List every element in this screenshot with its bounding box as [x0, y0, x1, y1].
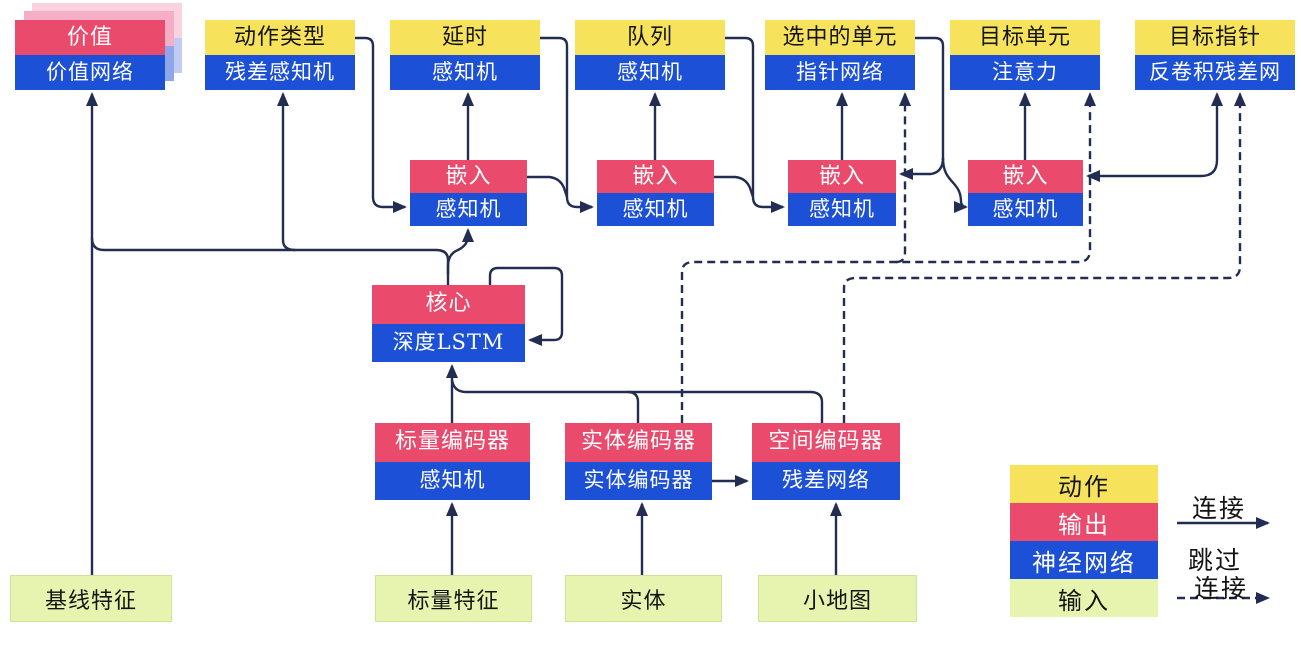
action-type-top-label: 动作类型	[205, 20, 355, 55]
embed4-bottom-label: 感知机	[968, 193, 1083, 226]
target-unit-bottom-label: 注意力	[950, 55, 1100, 90]
scalar-encoder-top-label: 标量编码器	[375, 423, 530, 462]
edge-core-branch-left	[90, 237, 450, 274]
core-top-label: 核心	[372, 285, 525, 324]
value-top-label: 价值	[15, 20, 165, 55]
selected-units-bottom-label: 指针网络	[765, 55, 915, 90]
target-point-bottom-label: 反卷积残差网	[1135, 55, 1295, 90]
action-type-bottom-label: 残差感知机	[205, 55, 355, 90]
node-entity-encoder: 实体编码器实体编码器	[565, 423, 712, 500]
node-scalar-encoder: 标量编码器感知机	[375, 423, 530, 500]
spatial-encoder-bottom-label: 残差网络	[752, 461, 900, 500]
legend: 动作 输出 神经网络 输入	[1010, 465, 1158, 617]
target-unit-top-label: 目标单元	[950, 20, 1100, 55]
node-queue: 队列感知机	[575, 20, 725, 90]
input-entity: 实体	[565, 575, 722, 622]
input-scalar: 标量特征	[375, 575, 532, 622]
edge-selected-units-to-embed3	[899, 157, 945, 180]
node-target-unit: 目标单元注意力	[950, 20, 1100, 90]
edge-embed2-merge	[714, 175, 755, 198]
queue-top-label: 队列	[575, 20, 725, 55]
selected-units-top-label: 选中的单元	[765, 20, 915, 55]
queue-bottom-label: 感知机	[575, 55, 725, 90]
skip-entity-to-target-unit	[680, 92, 1096, 423]
edge-embed4-to-target-point	[1086, 92, 1223, 182]
entity-encoder-bottom-label: 实体编码器	[565, 461, 712, 500]
skip-spatial-to-target-point	[842, 92, 1246, 423]
node-delay: 延时感知机	[390, 20, 540, 90]
node-core: 核心深度LSTM	[372, 285, 525, 362]
spatial-encoder-top-label: 空间编码器	[752, 423, 900, 462]
edge-embed1-merge	[527, 175, 569, 198]
node-value: 价值价值网络	[15, 20, 165, 90]
legend-skip-label-2: 连接	[1194, 574, 1249, 603]
input-baseline: 基线特征	[10, 575, 172, 622]
edge-spatial-encoder-merge	[450, 379, 824, 423]
embed3-bottom-label: 感知机	[788, 193, 896, 226]
legend-output: 输出	[1010, 503, 1158, 541]
edge-core-to-embed1	[446, 228, 474, 285]
skip-entity-to-selected-units	[895, 92, 911, 264]
embed1-top-label: 嵌入	[410, 160, 527, 193]
legend-skip-label-1: 跳过	[1188, 546, 1243, 575]
delay-bottom-label: 感知机	[390, 55, 540, 90]
node-embed3: 嵌入感知机	[788, 160, 896, 226]
node-spatial-encoder: 空间编码器残差网络	[752, 423, 900, 500]
scalar-encoder-bottom-label: 感知机	[375, 461, 530, 500]
legend-action-label: 动作	[1058, 472, 1110, 501]
node-embed4: 嵌入感知机	[968, 160, 1083, 226]
legend-input-label: 输入	[1058, 586, 1110, 615]
edge-core-to-action-type	[277, 92, 296, 252]
core-bottom-label: 深度LSTM	[372, 323, 525, 362]
edge-selected-units-to-embed4	[941, 157, 968, 213]
value-bottom-label: 价值网络	[15, 55, 165, 90]
target-point-top-label: 目标指针	[1135, 20, 1295, 55]
embed3-top-label: 嵌入	[788, 160, 896, 193]
node-embed1: 嵌入感知机	[410, 160, 527, 226]
delay-top-label: 延时	[390, 20, 540, 55]
legend-network-label: 神经网络	[1032, 548, 1136, 577]
input-minimap: 小地图	[758, 575, 917, 622]
node-target-point: 目标指针反卷积残差网	[1135, 20, 1295, 90]
node-action-type: 动作类型残差感知机	[205, 20, 355, 90]
legend-connection-label: 连接	[1192, 494, 1247, 523]
edge-selected-units-down	[915, 36, 945, 160]
node-embed2: 嵌入感知机	[597, 160, 714, 226]
legend-input: 输入	[1010, 579, 1158, 617]
node-selected-units: 选中的单元指针网络	[765, 20, 915, 90]
legend-action: 动作	[1010, 465, 1158, 503]
embed2-bottom-label: 感知机	[597, 193, 714, 226]
edge-entity-encoder-merge	[627, 390, 640, 423]
legend-network: 神经网络	[1010, 541, 1158, 579]
legend-output-label: 输出	[1058, 510, 1110, 539]
embed2-top-label: 嵌入	[597, 160, 714, 193]
embed4-top-label: 嵌入	[968, 160, 1083, 193]
entity-encoder-top-label: 实体编码器	[565, 423, 712, 462]
embed1-bottom-label: 感知机	[410, 193, 527, 226]
